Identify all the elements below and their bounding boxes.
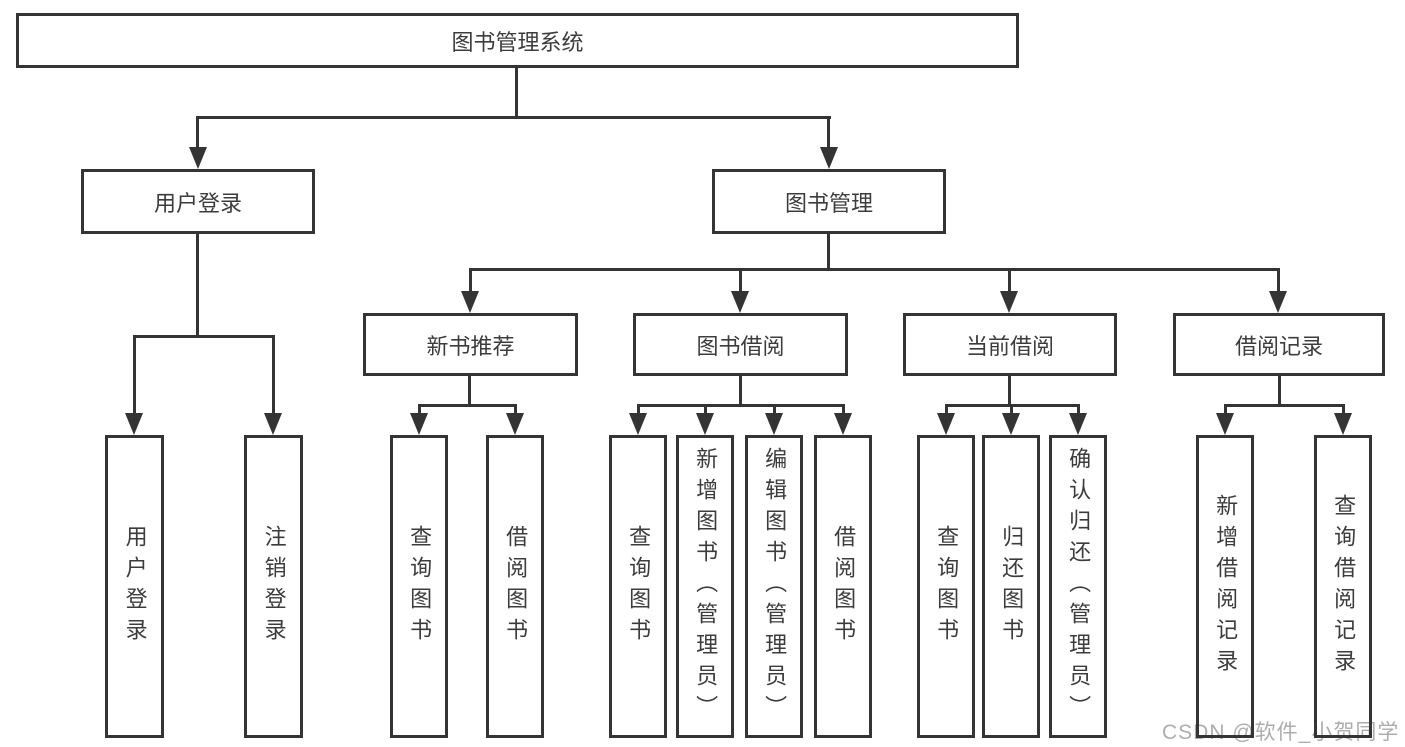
- connector-recommend-drop-1: [418, 404, 421, 415]
- node-current-borrow-label: 当前借阅: [965, 333, 1054, 359]
- connector-bookmgmt-stub: [827, 234, 830, 271]
- connector-userlogin-drop-2: [272, 335, 275, 415]
- leaf-query-borrow-record-label: 查询借阅记录: [1331, 493, 1357, 680]
- connector-userlogin-stub: [196, 234, 199, 337]
- arrow-down-icon: [125, 413, 143, 435]
- connector-recommend-drop-2: [514, 404, 517, 415]
- leaf-borrow-books-1-label: 借阅图书: [503, 524, 529, 649]
- leaf-query-books-1-label: 查询图书: [407, 524, 433, 649]
- arrow-down-icon: [1002, 413, 1020, 435]
- leaf-return-books: 归还图书: [982, 435, 1040, 738]
- arrow-down-icon: [696, 413, 714, 435]
- leaf-add-books-admin-label: 新增图书（管理员）: [693, 447, 719, 726]
- arrow-down-icon: [834, 413, 852, 435]
- node-book-borrow: 图书借阅: [633, 313, 848, 376]
- connector-borrow-drop-3: [773, 404, 776, 415]
- leaf-user-login: 用户登录: [105, 435, 164, 738]
- leaf-logout: 注销登录: [244, 435, 303, 738]
- connector-records-rail: [1224, 404, 1345, 407]
- arrow-down-icon: [410, 413, 428, 435]
- leaf-borrow-books-2: 借阅图书: [814, 435, 872, 738]
- node-new-book-recommend: 新书推荐: [363, 313, 578, 376]
- arrow-down-icon: [820, 147, 838, 169]
- node-user-login: 用户登录: [81, 169, 315, 234]
- connector-current-drop-2: [1010, 404, 1013, 415]
- leaf-query-books-3: 查询图书: [917, 435, 975, 738]
- connector-bookmgmt-drop-1: [469, 268, 472, 293]
- connector-borrow-drop-4: [842, 404, 845, 415]
- node-borrow-records-label: 借阅记录: [1234, 333, 1323, 359]
- connector-root-drop-left: [196, 116, 199, 150]
- leaf-add-books-admin: 新增图书（管理员）: [676, 435, 734, 738]
- arrow-down-icon: [189, 147, 207, 169]
- arrow-down-icon: [1334, 413, 1352, 435]
- connector-records-drop-1: [1224, 404, 1227, 415]
- node-user-login-label: 用户登录: [153, 190, 242, 216]
- csdn-watermark: CSDN @软件_小贺同学: [1162, 721, 1400, 744]
- arrow-down-icon: [1216, 413, 1234, 435]
- connector-bookmgmt-drop-3: [1008, 268, 1011, 293]
- arrow-down-icon: [461, 291, 479, 313]
- leaf-confirm-return-admin-label: 确认归还（管理员）: [1066, 447, 1092, 726]
- connector-current-drop-3: [1077, 404, 1080, 415]
- arrow-down-icon: [1269, 291, 1287, 313]
- leaf-borrow-books-2-label: 借阅图书: [831, 524, 857, 649]
- node-book-borrow-label: 图书借阅: [696, 333, 785, 359]
- node-new-book-recommend-label: 新书推荐: [426, 333, 515, 359]
- connector-userlogin-rail: [133, 335, 275, 338]
- connector-records-stub: [1278, 376, 1281, 407]
- node-root-label: 图书管理系统: [451, 29, 584, 55]
- connector-borrow-rail: [637, 404, 845, 407]
- arrow-down-icon: [1069, 413, 1087, 435]
- connector-current-drop-1: [945, 404, 948, 415]
- leaf-user-login-label: 用户登录: [122, 524, 148, 649]
- connector-current-stub: [1008, 376, 1011, 407]
- leaf-query-borrow-record: 查询借阅记录: [1314, 435, 1372, 738]
- leaf-borrow-books-1: 借阅图书: [486, 435, 544, 738]
- leaf-edit-books-admin: 编辑图书（管理员）: [745, 435, 803, 738]
- arrow-down-icon: [506, 413, 524, 435]
- connector-bookmgmt-drop-2: [739, 268, 742, 293]
- leaf-add-borrow-record: 新增借阅记录: [1196, 435, 1254, 738]
- arrow-down-icon: [731, 291, 749, 313]
- connector-borrow-drop-1: [637, 404, 640, 415]
- connector-bookmgmt-drop-4: [1277, 268, 1280, 293]
- node-book-management: 图书管理: [712, 169, 946, 234]
- arrow-down-icon: [937, 413, 955, 435]
- leaf-query-books-2-label: 查询图书: [626, 524, 652, 649]
- leaf-query-books-1: 查询图书: [390, 435, 448, 738]
- leaf-confirm-return-admin: 确认归还（管理员）: [1049, 435, 1107, 738]
- leaf-query-books-2: 查询图书: [609, 435, 667, 738]
- leaf-edit-books-admin-label: 编辑图书（管理员）: [762, 447, 788, 726]
- connector-bookmgmt-rail: [469, 268, 1280, 271]
- arrow-down-icon: [264, 413, 282, 435]
- connector-records-drop-2: [1342, 404, 1345, 415]
- connector-userlogin-drop-1: [133, 335, 136, 415]
- connector-root-drop-right: [827, 116, 830, 150]
- leaf-query-books-3-label: 查询图书: [934, 524, 960, 649]
- connector-borrow-drop-2: [704, 404, 707, 415]
- connector-root-rail: [196, 116, 831, 119]
- connector-recommend-stub: [468, 376, 471, 407]
- connector-root-stub: [515, 68, 518, 119]
- leaf-return-books-label: 归还图书: [999, 524, 1025, 649]
- arrow-down-icon: [765, 413, 783, 435]
- node-book-management-label: 图书管理: [784, 190, 873, 216]
- node-root: 图书管理系统: [16, 13, 1019, 68]
- leaf-logout-label: 注销登录: [261, 524, 287, 649]
- arrow-down-icon: [1000, 291, 1018, 313]
- node-current-borrow: 当前借阅: [903, 313, 1117, 376]
- arrow-down-icon: [629, 413, 647, 435]
- connector-borrow-stub: [739, 376, 742, 407]
- connector-recommend-rail: [418, 404, 517, 407]
- node-borrow-records: 借阅记录: [1173, 313, 1385, 376]
- leaf-add-borrow-record-label: 新增借阅记录: [1213, 493, 1239, 680]
